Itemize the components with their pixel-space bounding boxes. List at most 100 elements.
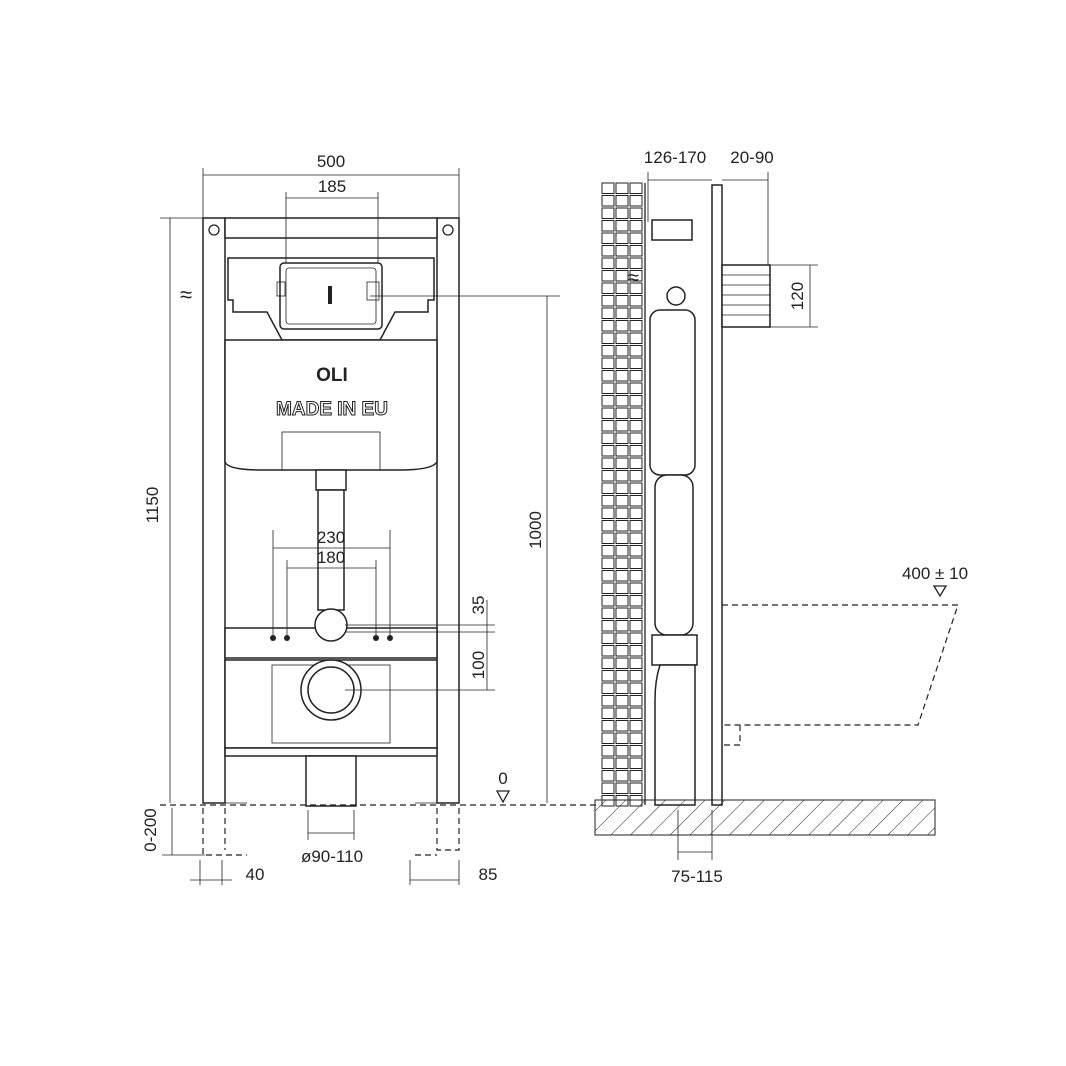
wall-tile (601, 395, 615, 407)
wall-tile (601, 295, 615, 307)
wall-tile (601, 345, 615, 357)
dim-flush-height: 1000 (526, 511, 545, 549)
dim-total-height: 1150 (143, 487, 162, 524)
wall-tile (629, 632, 643, 644)
wall-tile (601, 745, 615, 757)
wall-tile (601, 382, 615, 394)
wall-tile (615, 295, 629, 307)
wall-tile (615, 182, 629, 194)
wall-tile (629, 357, 643, 369)
wall-tile (601, 757, 615, 769)
wall-tile (629, 495, 643, 507)
wall-tile (615, 382, 629, 394)
dim-outlet-depth: 75-115 (671, 867, 723, 886)
flush-box-ribs (722, 274, 770, 316)
wall-tile (615, 195, 629, 207)
wall-tile (601, 670, 615, 682)
wall-tile (629, 657, 643, 669)
wall-tile (629, 407, 643, 419)
wall-tile (601, 570, 615, 582)
outlet-bracket-side (651, 634, 698, 666)
wall-tile (601, 495, 615, 507)
wall-tile (615, 632, 629, 644)
wall-tile (629, 745, 643, 757)
wall-tile (601, 595, 615, 607)
right-post (436, 217, 460, 804)
wall-tile (629, 695, 643, 707)
inlet-valve (666, 286, 686, 306)
wall-tile (601, 482, 615, 494)
floor-hatch (594, 799, 936, 836)
wall-tile (601, 620, 615, 632)
wall-tile (615, 395, 629, 407)
wall-tile (615, 482, 629, 494)
dim-outlet-offset: 100 (469, 651, 488, 679)
wall-tile (615, 757, 629, 769)
wall-tile (629, 282, 643, 294)
wall-tile (615, 232, 629, 244)
wall-tile (601, 445, 615, 457)
wall-tile (629, 682, 643, 694)
wall-tile (615, 257, 629, 269)
wall-tile (629, 470, 643, 482)
wall-tile (615, 420, 629, 432)
wall-tile (615, 520, 629, 532)
wall-tile (601, 645, 615, 657)
wall-tile (601, 182, 615, 194)
wall-tile (629, 432, 643, 444)
flush-box (721, 264, 771, 328)
side-view: ≈ (594, 182, 959, 836)
wall-tiles (601, 182, 643, 807)
wall-tile (615, 370, 629, 382)
wall-tile (601, 357, 615, 369)
wall-tile (615, 557, 629, 569)
dim-leg-extension: 0-200 (141, 808, 160, 851)
wall-tile (615, 307, 629, 319)
wall-tile (601, 607, 615, 619)
flush-pipe-connector (314, 608, 348, 642)
wall-tile (629, 245, 643, 257)
wall-tile (601, 732, 615, 744)
wall-tile (601, 720, 615, 732)
cistern-tank (224, 339, 438, 471)
dim-foot-width: 40 (246, 865, 265, 884)
wall-tile (629, 257, 643, 269)
wall-panel (711, 184, 723, 806)
dim-inlet-offset: 35 (469, 596, 488, 615)
wall-tile (615, 282, 629, 294)
wall-tile (629, 620, 643, 632)
wall-tile (601, 545, 615, 557)
wall-tile (601, 245, 615, 257)
wall-tile (601, 420, 615, 432)
wall-tile (615, 470, 629, 482)
wall-tile (629, 532, 643, 544)
wall-tile (629, 670, 643, 682)
wall-tile (615, 357, 629, 369)
made-in-eu-text: MADE IN EU (276, 399, 388, 420)
wall-tile (629, 557, 643, 569)
wall-tile (615, 570, 629, 582)
dim-pipe-diameter: ø90-110 (301, 847, 363, 866)
wall-tile (615, 407, 629, 419)
logo-text: OLI (316, 365, 348, 386)
wall-tile (615, 270, 629, 282)
wall-tile (629, 207, 643, 219)
wall-tile (615, 782, 629, 794)
wall-tile (629, 345, 643, 357)
wall-tile (601, 320, 615, 332)
wall-tile (601, 457, 615, 469)
wall-tile (629, 295, 643, 307)
wall-tile (601, 782, 615, 794)
wall-tile (629, 382, 643, 394)
wall-tile (629, 645, 643, 657)
leg-extension-outline (202, 808, 460, 856)
side-dimensions: 126-170 20-90 120 400 ± 10 75-115 (644, 148, 968, 886)
wall-tile (601, 207, 615, 219)
wall-tile (615, 432, 629, 444)
wall-tile (615, 595, 629, 607)
wall-tile (615, 682, 629, 694)
wall-tile (615, 720, 629, 732)
bolt-hole (387, 635, 393, 641)
wall-tile (629, 707, 643, 719)
